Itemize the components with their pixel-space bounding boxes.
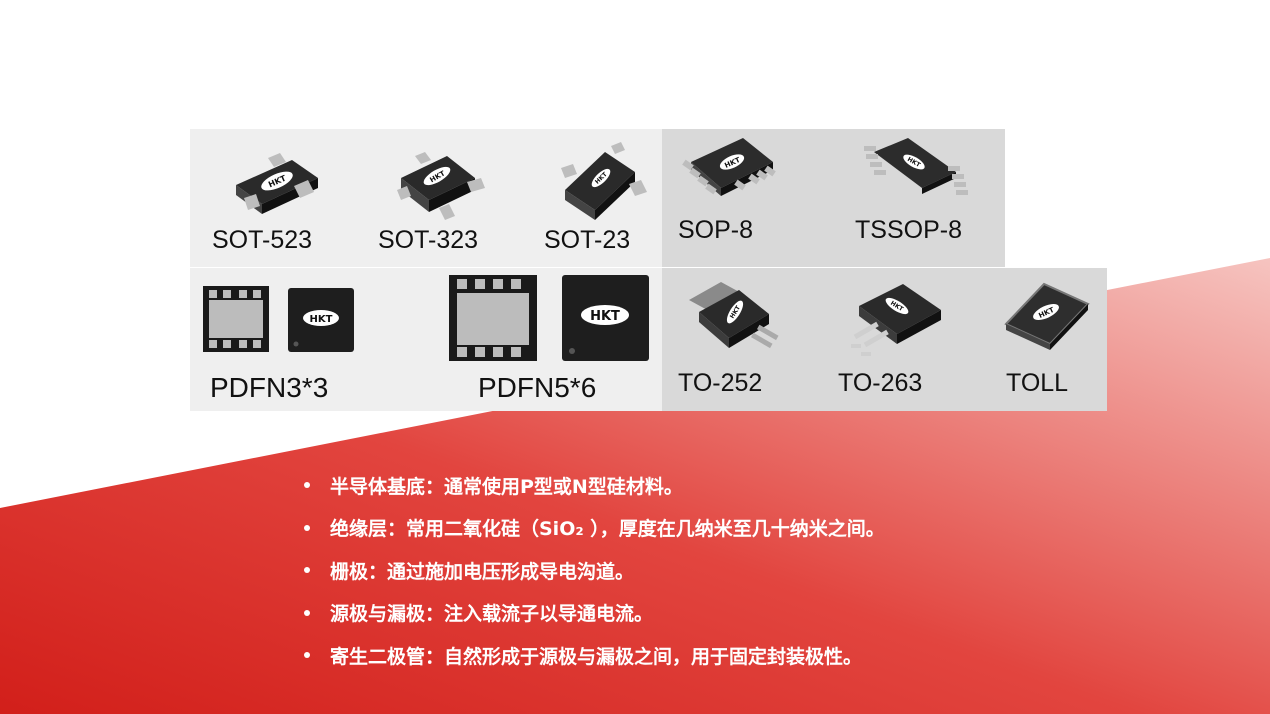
sot23-chip-icon: HKT [561,142,647,220]
pdfn33-top-icon: HKT [288,288,354,352]
label-pdfn56: PDFN5*6 [478,372,597,403]
bullet-dot-icon [304,524,310,531]
bullet-dot-icon [304,482,310,489]
list-item: 绝缘层：常用二氧化硅（SiO₂ ），厚度在几纳米至几十纳米之间。 [298,507,1198,550]
sop8-chip-icon: HKT [682,138,776,196]
bullet-text: 寄生二极管：自然形成于源极与漏极之间，用于固定封装极性。 [330,645,863,668]
pdfn56-bottom-icon [449,275,537,361]
chip-marking: HKT [310,314,333,325]
label-to263: TO-263 [838,369,923,397]
label-tssop8: TSSOP-8 [855,216,962,244]
bullet-dot-icon [304,609,310,616]
bullet-dot-icon [304,567,310,574]
pdfn56-top-icon: HKT [562,275,649,361]
list-item: 半导体基底：通常使用P型或N型硅材料。 [298,464,1198,507]
bullet-dot-icon [304,652,310,659]
sot523-chip-icon: HKT [236,153,318,214]
structure-bullet-list: 半导体基底：通常使用P型或N型硅材料。 绝缘层：常用二氧化硅（SiO₂ ），厚度… [298,464,1198,677]
toll-chip-icon: HKT [1004,282,1090,350]
bullet-text: 栅极：通过施加电压形成导电沟道。 [330,560,635,583]
pdfn33-bottom-icon [203,286,269,352]
label-sot323: SOT-323 [378,226,479,254]
label-toll: TOLL [1006,369,1069,397]
bullet-text: 源极与漏极：注入载流子以导通电流。 [330,603,654,626]
bullet-text: 半导体基底：通常使用P型或N型硅材料。 [330,475,683,498]
label-pdfn33: PDFN3*3 [210,372,329,403]
list-item: 源极与漏极：注入载流子以导通电流。 [298,592,1198,635]
label-sot23: SOT-23 [544,226,631,254]
bullet-text: 绝缘层：常用二氧化硅（SiO₂ ），厚度在几纳米至几十纳米之间。 [330,518,885,541]
sot323-chip-icon: HKT [397,152,485,220]
label-sop8: SOP-8 [678,216,754,244]
list-item: 栅极：通过施加电压形成导电沟道。 [298,549,1198,592]
chip-marking: HKT [590,309,620,324]
label-sot523: SOT-523 [212,226,313,254]
to252-chip-icon: HKT [689,282,779,349]
label-to252: TO-252 [678,369,763,397]
tssop8-chip-icon: HKT [864,138,968,195]
to263-chip-icon: HKT [851,284,941,356]
list-item: 寄生二极管：自然形成于源极与漏极之间，用于固定封装极性。 [298,634,1198,677]
